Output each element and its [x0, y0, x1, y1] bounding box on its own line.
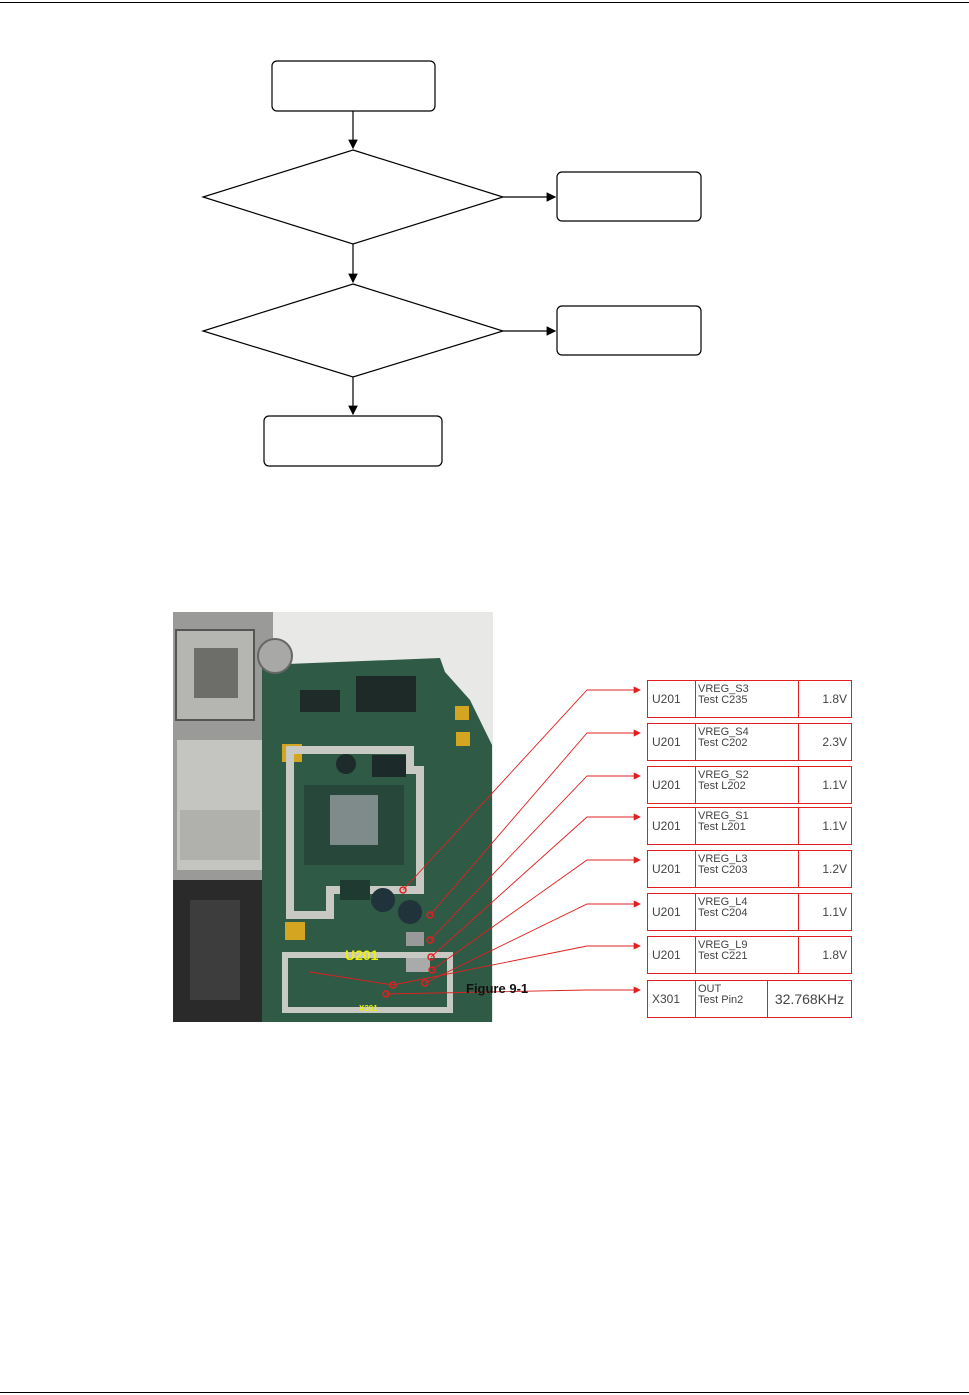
flow-end-box — [263, 415, 443, 467]
pcb-photo — [173, 612, 493, 1022]
test-point-signal: VREG_L9 — [698, 939, 748, 951]
test-point-ref: U201 — [648, 851, 696, 887]
callout-line-7 — [392, 942, 641, 986]
probe-point-6 — [421, 979, 429, 987]
test-point-ref: U201 — [648, 767, 696, 803]
test-point-signal: OUT — [698, 983, 722, 995]
test-point-location: Test L202 — [698, 780, 746, 792]
callout-line-1 — [402, 686, 641, 891]
probe-point-8 — [382, 990, 390, 998]
test-point-location: Test C203 — [698, 864, 748, 876]
callout-lead — [309, 971, 394, 986]
test-point-value: 1.8V — [822, 948, 847, 962]
test-point-value: 32.768KHz — [774, 991, 845, 1007]
test-point-location: Test C204 — [698, 907, 748, 919]
test-point-location: Test L201 — [698, 821, 746, 833]
probe-point-4 — [427, 953, 435, 961]
callout-line-6 — [424, 900, 641, 984]
flow-start-box — [271, 60, 436, 112]
flow-side-box-1 — [556, 171, 702, 222]
figure-caption: Figure 9-1 — [466, 981, 529, 996]
probe-point-1 — [399, 886, 407, 894]
test-point-signal: VREG_L3 — [698, 853, 748, 865]
test-point-ref: U201 — [648, 937, 696, 973]
header-rule — [0, 2, 969, 3]
test-point-value: 2.3V — [822, 735, 847, 749]
callout-line-4 — [430, 813, 641, 958]
test-point-value: 1.1V — [822, 905, 847, 919]
test-point-signal: VREG_S4 — [698, 726, 749, 738]
test-point-location: Test C221 — [698, 950, 748, 962]
callout-line-3 — [429, 772, 641, 941]
test-point-location: Test C235 — [698, 694, 748, 706]
flow-side-box-2 — [556, 305, 702, 356]
probe-point-3 — [426, 936, 434, 944]
test-point-ref: U201 — [648, 724, 696, 760]
test-point-location: Test Pin2 — [698, 994, 744, 1006]
test-point-ref: U201 — [648, 894, 696, 930]
callout-line-2 — [429, 729, 641, 916]
test-point-value: 1.8V — [822, 692, 847, 706]
test-point-signal: VREG_L4 — [698, 896, 748, 908]
footer-rule — [0, 1392, 969, 1393]
flowchart — [200, 60, 702, 467]
flow-decision-1 — [200, 149, 506, 245]
test-point-value: 1.1V — [822, 819, 847, 833]
test-point-signal: VREG_S2 — [698, 769, 749, 781]
probe-point-2 — [426, 911, 434, 919]
test-point-ref: U201 — [648, 808, 696, 844]
u201-board-label: U201 — [345, 947, 379, 963]
callout-line-5 — [431, 856, 641, 971]
flow-decision-2 — [200, 283, 506, 378]
x301-board-label: X301 — [359, 1004, 378, 1013]
test-point-ref: X301 — [648, 981, 696, 1017]
test-point-value: 1.2V — [822, 862, 847, 876]
probe-point-7 — [389, 981, 397, 989]
test-point-ref: U201 — [648, 681, 696, 717]
probe-point-5 — [428, 966, 436, 974]
test-point-signal: VREG_S3 — [698, 683, 749, 695]
test-point-location: Test C202 — [698, 737, 748, 749]
test-point-value: 1.1V — [822, 778, 847, 792]
test-point-signal: VREG_S1 — [698, 810, 749, 822]
